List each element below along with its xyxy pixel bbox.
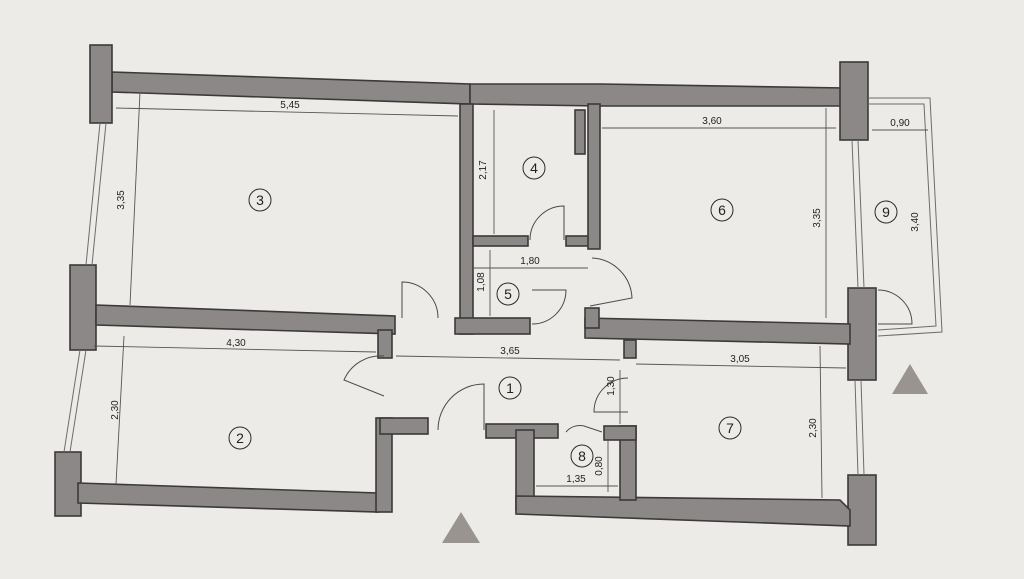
- door-room-7: [593, 377, 629, 413]
- dim-r7-height: 2,30: [808, 418, 819, 438]
- dim-r8-width: 1,35: [566, 474, 586, 485]
- room-marker-7: 7: [718, 416, 742, 440]
- walls: [54, 44, 877, 546]
- dim-r3-height: 3,35: [116, 190, 127, 210]
- door-balcony: [877, 289, 913, 325]
- pillar-top-right: [839, 61, 869, 141]
- room-number-1: 1: [506, 380, 514, 396]
- room-marker-9: 9: [874, 200, 898, 224]
- wall-4-5: [472, 235, 529, 247]
- dim-r6-height: 3,35: [812, 208, 823, 228]
- pillar-top-left: [89, 44, 113, 124]
- room-number-3: 3: [256, 192, 264, 208]
- room-number-8: 8: [578, 448, 586, 464]
- doors: [343, 205, 913, 433]
- room-marker-8: 8: [570, 444, 594, 468]
- wall-8-top-right: [603, 425, 637, 441]
- wall-stub-3: [377, 329, 393, 359]
- door-entrance: [437, 383, 485, 431]
- dim-r4-height: 2,17: [478, 160, 489, 180]
- dim-r9-width: 0,90: [890, 118, 910, 129]
- room-number-5: 5: [504, 286, 512, 302]
- dim-r5-width: 1,80: [520, 256, 540, 267]
- room-marker-1: 1: [498, 376, 522, 400]
- door-room-5: [531, 289, 567, 325]
- pillar-bottom-left: [54, 451, 82, 517]
- room-number-9: 9: [882, 204, 890, 220]
- pillar-mid-right: [847, 287, 877, 381]
- wall-3-4: [459, 103, 474, 335]
- room-marker-3: 3: [248, 188, 272, 212]
- wall-7-stub: [623, 339, 637, 359]
- dim-r1-width: 3,65: [500, 346, 520, 357]
- dimension-labels: 5,45 3,35 2,17 1,80 1,08 3,60 3,35 0,90 …: [110, 100, 921, 485]
- wall-top-right: [469, 83, 846, 107]
- dim-r1-height: 1,30: [606, 376, 617, 396]
- room-marker-6: 6: [710, 198, 734, 222]
- dim-r3-width: 5,45: [280, 100, 300, 111]
- room-marker-2: 2: [228, 426, 252, 450]
- room-number-6: 6: [718, 202, 726, 218]
- pillar-bottom-right: [847, 474, 877, 546]
- room-number-7: 7: [726, 420, 734, 436]
- room-markers: 1 2 3 4 5 6 7 8: [228, 156, 898, 468]
- wall-2-stub: [379, 417, 429, 435]
- door-room-6: [589, 257, 633, 307]
- dim-r5-height: 1,08: [476, 272, 487, 292]
- room-number-4: 4: [530, 160, 538, 176]
- dim-r9-height: 3,40: [910, 212, 921, 232]
- wall-3-2: [95, 304, 396, 335]
- wall-4-5-right: [565, 235, 591, 247]
- dim-r2-width: 4,30: [226, 338, 246, 349]
- wall-stub-6: [584, 307, 600, 329]
- dim-r8-height: 0,80: [594, 456, 605, 476]
- wall-4-6: [587, 103, 601, 250]
- room-marker-5: 5: [496, 282, 520, 306]
- windows: [63, 122, 865, 476]
- room-marker-4: 4: [522, 156, 546, 180]
- dim-r6-width: 3,60: [702, 116, 722, 127]
- dim-r7-width: 3,05: [730, 354, 750, 365]
- dim-r2-height: 2,30: [110, 400, 121, 420]
- door-room-8: [565, 425, 603, 433]
- door-room-2: [343, 355, 385, 397]
- dimension-lines: [93, 91, 928, 499]
- wall-bottom-8-7: [515, 495, 851, 527]
- balcony-outline: [868, 97, 943, 337]
- wall-6-7: [584, 317, 851, 345]
- entrance-marker-triangle: [442, 512, 480, 543]
- wall-5-bottom: [454, 317, 531, 335]
- balcony-marker-triangle: [892, 364, 928, 394]
- pillar-mid-left: [69, 264, 97, 351]
- wall-inner-4: [574, 109, 586, 155]
- room-number-2: 2: [236, 430, 244, 446]
- door-room-4: [529, 205, 565, 241]
- door-room-3: [401, 281, 439, 319]
